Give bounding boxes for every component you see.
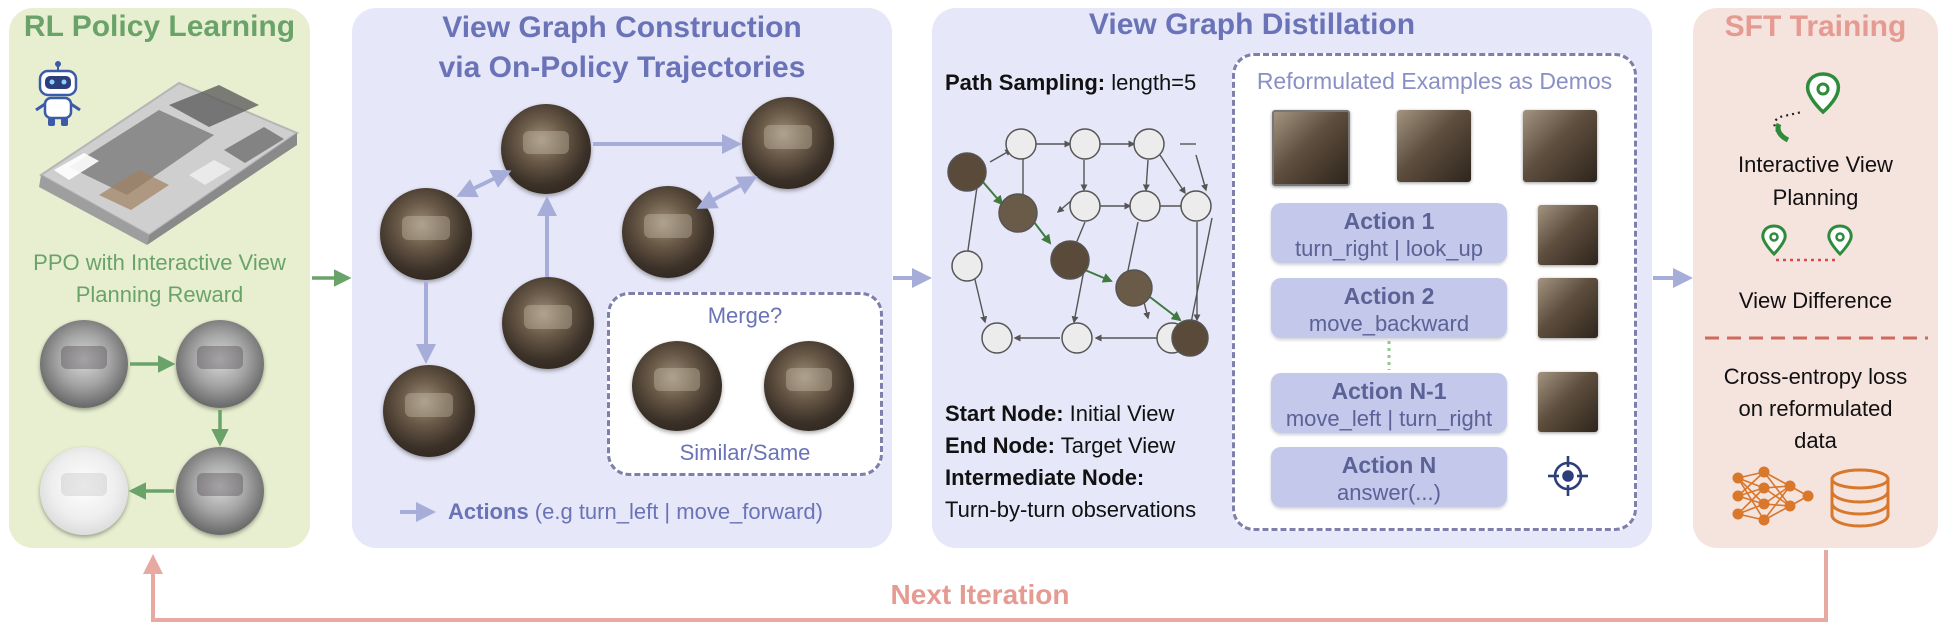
ppo-caption-line1: PPO with Interactive View xyxy=(33,250,286,275)
demo-image-3 xyxy=(1523,110,1597,182)
action-1-sub: turn_right | look_up xyxy=(1295,236,1483,261)
action-2-sub: move_backward xyxy=(1308,311,1470,336)
construct-title-line1: View Graph Construction xyxy=(442,11,802,44)
similar-label: Similar/Same xyxy=(679,440,811,465)
path-sampling-label: Path Sampling: length=5 xyxy=(945,70,1196,96)
node-legend: Start Node: Initial View End Node: Targe… xyxy=(945,398,1196,526)
rl-view-3 xyxy=(176,447,264,535)
path-sampling-rest: length=5 xyxy=(1105,70,1197,95)
action-1-box: Action 1 turn_right | look_up xyxy=(1271,203,1507,263)
action-1-image xyxy=(1538,205,1598,265)
ce-line1: Cross-entropy loss xyxy=(1723,364,1908,389)
graph-view-c xyxy=(380,188,472,280)
view-difference-label: View Difference xyxy=(1738,288,1893,313)
robot-icon xyxy=(35,61,81,126)
action-n-1-box: Action N-1 move_left | turn_right xyxy=(1271,373,1507,433)
ppo-caption-line2: Planning Reward xyxy=(75,282,244,307)
action-n-1-sub: move_left | turn_right xyxy=(1285,406,1493,431)
actions-legend: Actions (e.g turn_left | move_forward) xyxy=(448,499,823,525)
end-node-bold: End Node: xyxy=(945,433,1055,458)
ce-line3: data xyxy=(1794,428,1837,453)
ce-line2: on reformulated xyxy=(1738,396,1893,421)
graph-view-d xyxy=(622,186,714,278)
graph-view-e xyxy=(502,277,594,369)
sft-title: SFT Training xyxy=(1724,10,1907,43)
action-2-box: Action 2 move_backward xyxy=(1271,278,1507,338)
merge-view-2 xyxy=(764,341,854,431)
action-n-1-title: Action N-1 xyxy=(1331,378,1447,404)
action-1-title: Action 1 xyxy=(1343,208,1435,234)
start-node-bold: Start Node: xyxy=(945,401,1064,426)
ivp-line1: Interactive View xyxy=(1738,152,1893,177)
intermediate-node-rest: Turn-by-turn observations xyxy=(945,497,1197,522)
start-node-rest: Initial View xyxy=(1063,401,1175,426)
action-2-image xyxy=(1538,278,1598,338)
merge-label: Merge? xyxy=(707,303,783,328)
actions-legend-rest: (e.g turn_left | move_forward) xyxy=(528,499,823,524)
graph-view-a xyxy=(501,104,591,194)
actions-legend-bold: Actions xyxy=(448,499,529,524)
ivp-line2: Planning xyxy=(1772,185,1859,210)
sft-training-panel xyxy=(1693,8,1938,548)
distill-title: View Graph Distillation xyxy=(1088,8,1416,41)
action-n-1-image xyxy=(1538,372,1598,432)
action-2-title: Action 2 xyxy=(1343,283,1435,309)
graph-view-f xyxy=(383,365,475,457)
action-n-sub: answer(...) xyxy=(1337,480,1441,505)
rl-panel-title: RL Policy Learning xyxy=(23,10,296,43)
scene-3d-image xyxy=(39,81,300,245)
construct-title-line2: via On-Policy Trajectories xyxy=(438,51,806,84)
action-n-title: Action N xyxy=(1341,452,1437,478)
graph-view-b xyxy=(742,97,834,189)
intermediate-node-bold: Intermediate Node: xyxy=(945,465,1145,490)
demos-title: Reformulated Examples as Demos xyxy=(1256,68,1613,94)
demo-image-1 xyxy=(1272,110,1350,186)
rl-view-2 xyxy=(176,320,264,408)
path-sampling-bold: Path Sampling: xyxy=(945,70,1106,95)
next-iteration-label: Next Iteration xyxy=(890,579,1070,610)
action-n-box: Action N answer(...) xyxy=(1271,447,1507,507)
demo-image-2 xyxy=(1397,110,1471,182)
rl-view-4 xyxy=(40,447,128,535)
merge-view-1 xyxy=(632,341,722,431)
rl-view-1 xyxy=(40,320,128,408)
end-node-rest: Target View xyxy=(1055,433,1176,458)
